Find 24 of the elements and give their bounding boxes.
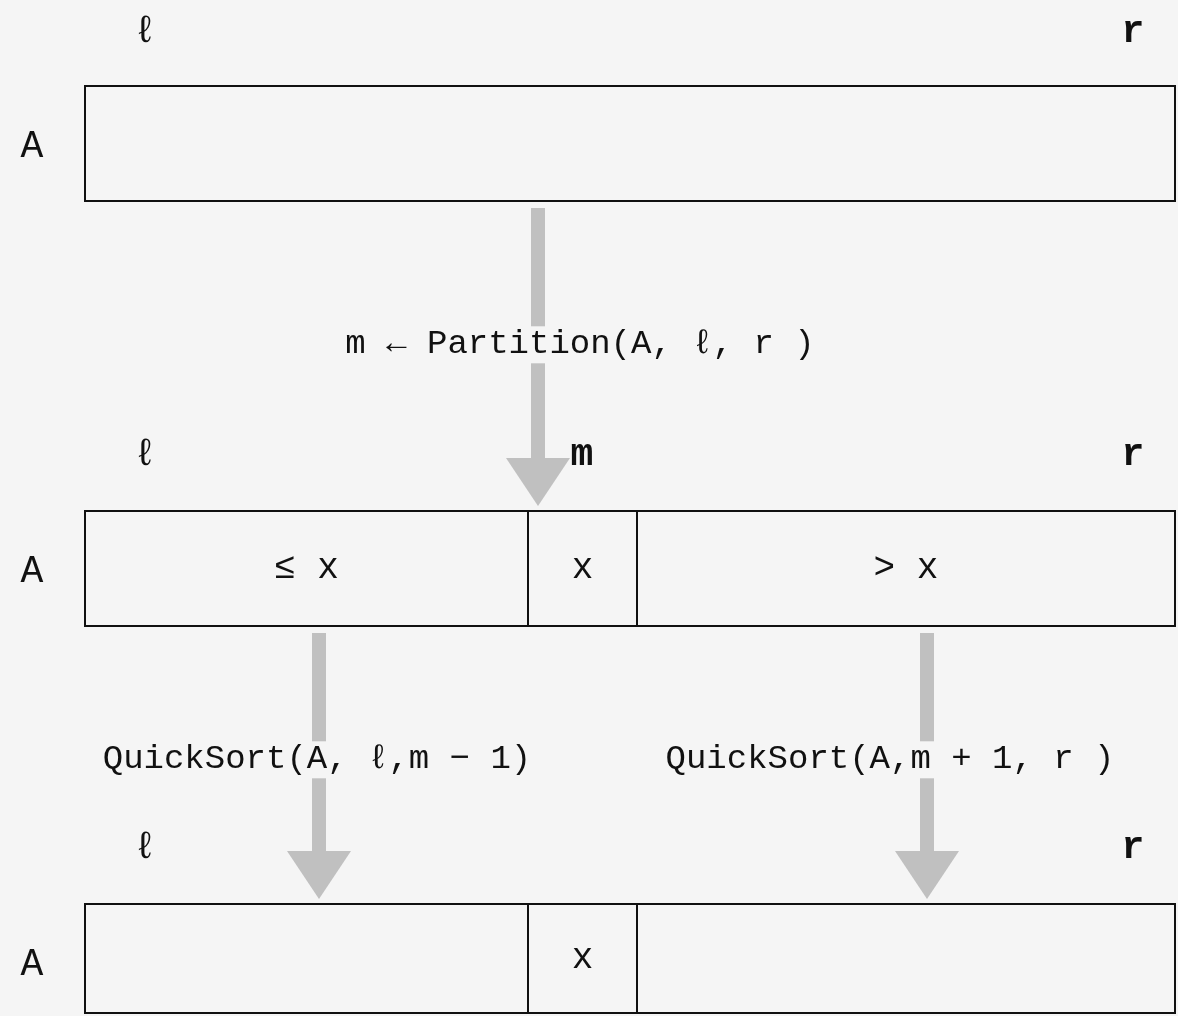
index-label: ℓ: [133, 436, 157, 474]
array-cell: [636, 510, 1176, 627]
cell-text: ≤ x: [274, 548, 339, 589]
array-box: [84, 85, 1176, 202]
array-name: A: [20, 553, 44, 591]
index-label: r: [1121, 13, 1145, 51]
array-name: A: [20, 946, 44, 984]
array-cell: [527, 903, 638, 1014]
array-cell: [84, 903, 529, 1014]
index-label: r: [1121, 829, 1145, 867]
arrow: [506, 208, 570, 506]
index-label: r: [1121, 436, 1145, 474]
index-label: m: [570, 436, 594, 474]
cell-text: > x: [873, 548, 939, 589]
array-cell: [527, 510, 638, 627]
arrow: [287, 633, 351, 899]
array-cell: [636, 903, 1176, 1014]
index-label: ℓ: [133, 829, 157, 867]
array-name: A: [20, 128, 44, 166]
arrow: [895, 633, 959, 899]
cell-text: x: [571, 938, 594, 979]
index-label: ℓ: [133, 13, 157, 51]
cell-text: x: [571, 548, 594, 589]
array-cell: [84, 510, 529, 627]
